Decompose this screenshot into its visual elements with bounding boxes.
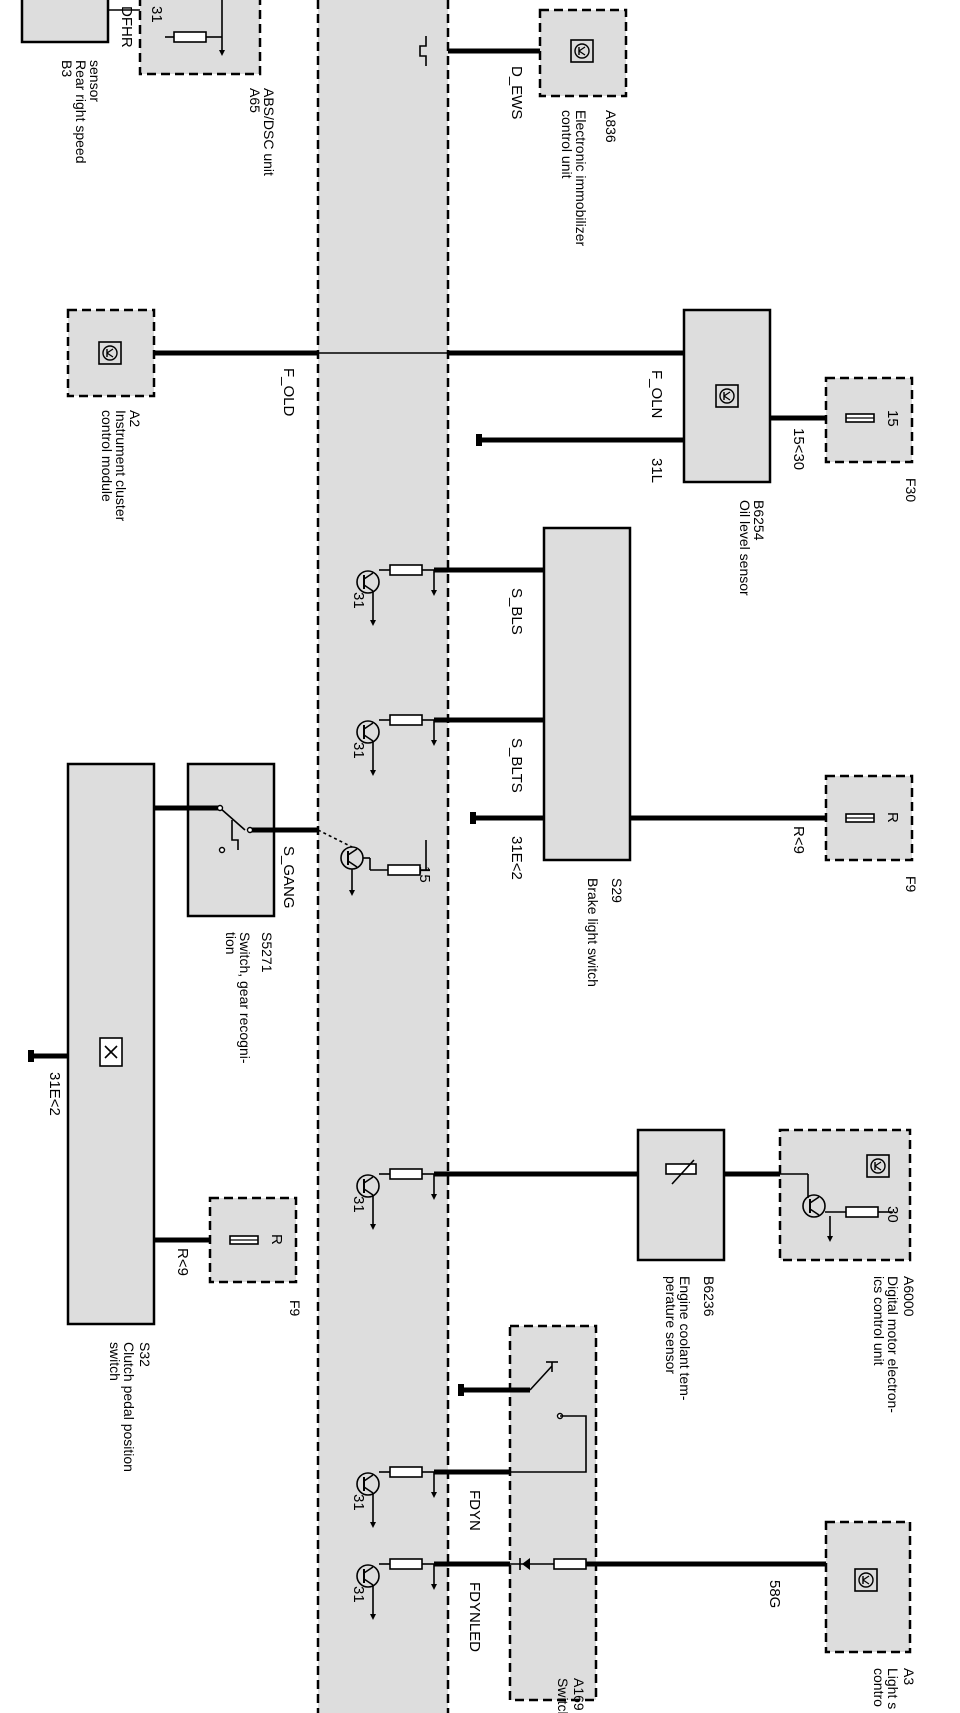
31e-2-label-bottom: 31E<2 [46, 1072, 63, 1116]
58g-label: 58G [766, 1580, 783, 1608]
a6000-id: A6000 [901, 1276, 917, 1317]
f30-pin-15: 15 [884, 410, 901, 427]
bus-input-s-blts: 31 [350, 714, 437, 776]
dfhr-label: DFHR [118, 6, 135, 48]
15-30-label: 15<30 [790, 428, 807, 470]
f-oln-label: F_OLN [648, 370, 665, 418]
s29-brake-light-switch: S_BLS S_BLTS 31E<2 R<9 S29 Brake light s… [434, 526, 826, 987]
r-9-label-top: R<9 [790, 826, 807, 854]
31e-2-label-top: 31E<2 [508, 836, 525, 880]
bus-input-s-gang: 15 [317, 829, 433, 896]
s5271-name-2: tion [223, 932, 239, 955]
a3-name-2: contro [871, 1668, 887, 1707]
a836-immobilizer: D_EWS A836 Electronic immobilizer contro… [419, 8, 628, 246]
b3-rear-right-speed-sensor: DFHR B3 Rear right speed sensor [20, 0, 140, 164]
a2-id: A2 [127, 410, 143, 427]
a3-light-switch-control: 58G A3 Light s contro [766, 1520, 917, 1709]
f9-top-id: F9 [903, 876, 919, 893]
bus-input-b6236: 31 [350, 1168, 638, 1230]
f9-bottom-id: F9 [287, 1300, 303, 1317]
s32-name-1: Clutch pedal position [121, 1342, 137, 1472]
s29-id: S29 [609, 878, 625, 903]
a169-switch: FDYN FDYNLED A169 Switch [434, 1324, 826, 1713]
b3-name-2: sensor [87, 60, 103, 102]
a169-name: Switch [555, 1678, 571, 1713]
d-ews-label: D_EWS [508, 66, 525, 119]
bls-pin-31: 31 [350, 592, 367, 609]
b6236-id: B6236 [701, 1276, 717, 1317]
a65-pin-31: 31 [148, 6, 165, 23]
b6254-id: B6254 [751, 500, 767, 541]
a836-name-2: control unit [559, 110, 575, 179]
fdynled-label: FDYNLED [466, 1582, 483, 1652]
fdynled-pin-31: 31 [350, 1586, 367, 1603]
s-bls-label: S_BLS [508, 588, 525, 635]
a65-abs-dsc-unit: 31 A65 ABS/DSC unit [138, 0, 277, 176]
f9-fuse-bottom: R F9 [208, 1196, 303, 1317]
a2-instrument-cluster: F_OLD A2 Instrument cluster control modu… [66, 308, 684, 522]
bus-input-fdynled: 31 [350, 1558, 437, 1620]
s5271-gear-recognition: S_GANG S5271 Switch, gear recogni- tion [154, 762, 318, 1064]
f9-fuse-top: R F9 [824, 774, 919, 893]
s32-name-2: switch [107, 1342, 123, 1381]
b6236-coolant-temp-sensor: B6236 Engine coolant tem- perature senso… [636, 1128, 780, 1401]
f30-id: F30 [903, 478, 919, 502]
f-old-label: F_OLD [280, 368, 297, 417]
a836-id: A836 [603, 110, 619, 143]
gang-pin-15: 15 [416, 866, 433, 883]
bus-input-s-bls: 31 [350, 564, 437, 626]
s-blts-label: S_BLTS [508, 738, 525, 793]
s5271-id: S5271 [259, 932, 275, 973]
a6000-dme: 30 A6000 Digital motor electron- ics con… [778, 1128, 917, 1413]
a2-name-2: control module [99, 410, 115, 502]
blts-pin-31: 31 [350, 742, 367, 759]
a6000-pin-30: 30 [884, 1206, 901, 1223]
bus-input-fdyn: 31 [350, 1466, 437, 1528]
f30-fuse: 15 F30 [824, 376, 919, 502]
r-9-label-bottom: R<9 [174, 1248, 191, 1276]
a2-name-1: Instrument cluster [113, 410, 129, 522]
a169-id: A169 [571, 1678, 587, 1711]
s-gang-label: S_GANG [280, 846, 297, 909]
s5271-name-1: Switch, gear recogni- [237, 932, 253, 1064]
a65-name: ABS/DSC unit [261, 88, 277, 176]
f9-bottom-pin-r: R [268, 1234, 285, 1245]
b3-name-1: Rear right speed [73, 60, 89, 164]
a65-id: A65 [247, 88, 263, 113]
b6236-bus-pin-31: 31 [350, 1196, 367, 1213]
f9-top-pin-r: R [884, 812, 901, 823]
b6254-oil-level-sensor: F_OLN 31L 15<30 B6254 Oil level sensor [476, 308, 826, 596]
b6236-name-2: perature sensor [663, 1276, 679, 1374]
s32-id: S32 [137, 1342, 153, 1367]
a836-name-1: Electronic immobilizer [573, 110, 589, 246]
b6236-name-1: Engine coolant tem- [677, 1276, 693, 1401]
s32-clutch-pedal-switch: 31E<2 R<9 S32 Clutch pedal position swit… [28, 762, 210, 1472]
s29-name: Brake light switch [585, 878, 601, 987]
a3-name-1: Light s [885, 1668, 901, 1709]
bus-band [316, 0, 450, 1713]
a6000-name-1: Digital motor electron- [885, 1276, 901, 1413]
a6000-name-2: ics control unit [871, 1276, 887, 1366]
a3-id: A3 [901, 1668, 917, 1685]
fdyn-label: FDYN [466, 1490, 483, 1531]
31l-label: 31L [648, 458, 665, 483]
b3-id: B3 [59, 60, 75, 77]
fdyn-pin-31: 31 [350, 1494, 367, 1511]
b6254-name: Oil level sensor [737, 500, 753, 596]
